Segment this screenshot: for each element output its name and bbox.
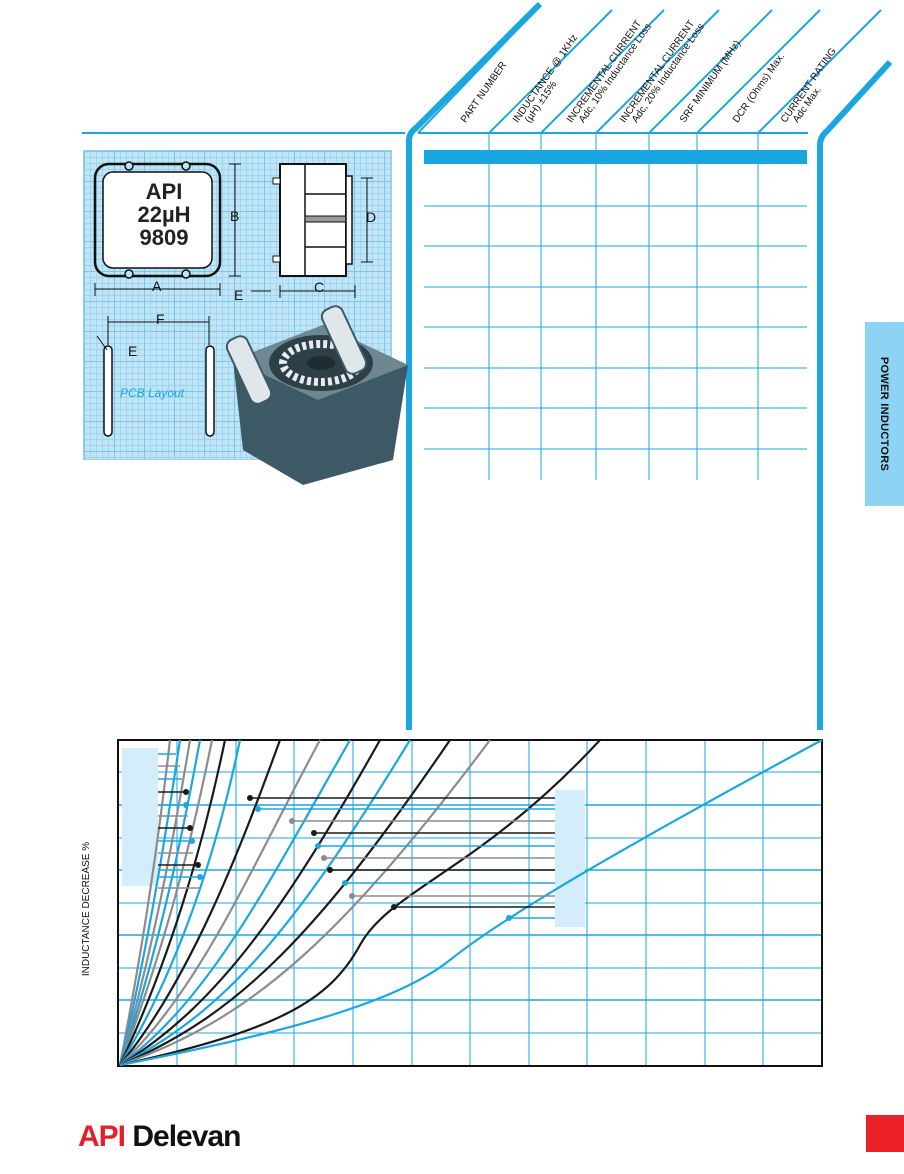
dim-d-label: D [366,209,377,225]
part-code-text: 9809 [139,225,189,250]
part-brand-text: API [145,179,183,204]
chart-y-axis-label: INDUCTANCE DECREASE % [81,841,92,977]
dim-a-label: A [152,278,162,294]
dim-e-label: E [234,287,244,303]
dim-b-label: B [230,208,240,224]
pcb-layout-label: PCB Layout [120,386,185,400]
api-delevan-logo: API Delevan [78,1120,241,1154]
logo-api-text: API [78,1120,126,1153]
section-tab[interactable]: POWER INDUCTORS [865,322,904,506]
dim-f-label: F [156,311,165,327]
toroid-inductor-image [225,305,408,485]
logo-delevan-text: Delevan [132,1120,241,1153]
part-value-text: 22µH [137,202,191,227]
dim-e2-label: E [128,343,138,359]
dim-c-label: C [314,279,325,295]
dimension-drawing [93,161,408,485]
part-marking: API 22µH 9809 [113,180,215,249]
page-corner-block [866,1115,904,1152]
